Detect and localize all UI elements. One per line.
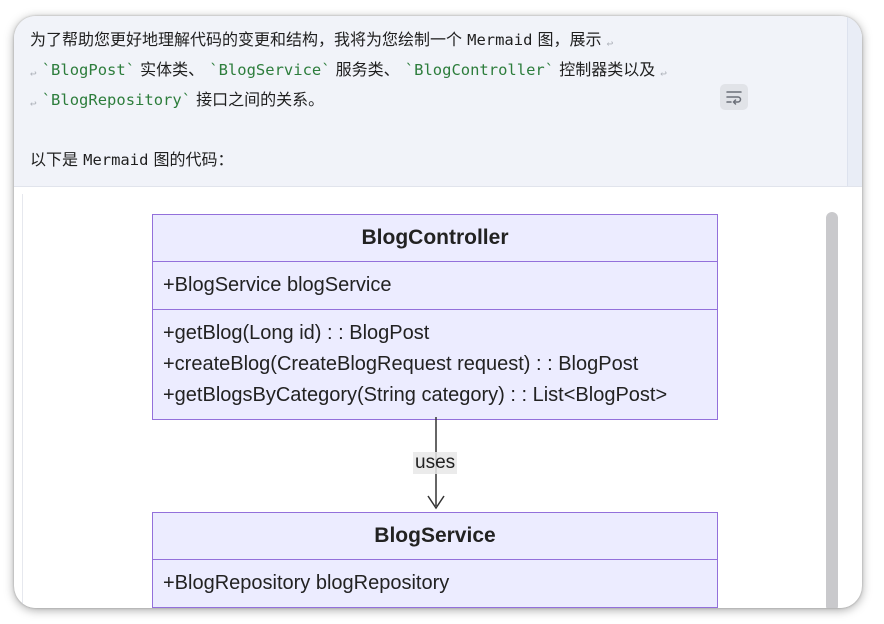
class-attributes: +BlogRepository blogRepository [153, 560, 717, 608]
class-method: +createBlog(CreateBlogRequest request) :… [163, 353, 639, 375]
class-method: +getBlog(Long id) : : BlogPost [163, 322, 430, 344]
chat-window: 为了帮助您更好地理解代码的变更和结构，我将为您绘制一个 Mermaid 图，展示… [14, 16, 862, 608]
soft-wrap-start-icon: ↩ [30, 97, 37, 110]
soft-wrap-end-icon: ↩ [606, 37, 614, 50]
soft-wrap-toggle-button[interactable] [720, 84, 748, 110]
soft-wrap-end-icon: ↩ [660, 67, 667, 80]
class-attribute: +BlogRepository blogRepository [163, 572, 450, 594]
message-text: 控制器类以及 [559, 60, 656, 79]
class-attribute: +BlogService blogService [163, 274, 392, 296]
message-text: 图的代码： [153, 150, 234, 169]
assistant-message: 为了帮助您更好地理解代码的变更和结构，我将为您绘制一个 Mermaid 图，展示… [14, 16, 862, 187]
class-box-blogservice: BlogService +BlogRepository blogReposito… [152, 512, 718, 608]
class-name: BlogService [153, 513, 717, 560]
class-name: BlogController [153, 215, 717, 262]
inline-mono-text: Mermaid [83, 151, 149, 169]
inline-mono-text: Mermaid [467, 31, 533, 49]
inline-code-blogpost: `BlogPost` [41, 61, 136, 79]
message-text: 以下是 [30, 150, 79, 169]
message-line-2: ↩ `BlogPost` 实体类、 `BlogService` 服务类、 `Bl… [30, 56, 667, 80]
class-attributes: +BlogService blogService [153, 262, 717, 310]
message-line-3: ↩ `BlogRepository` 接口之间的关系。 [30, 86, 324, 110]
message-text: 为了帮助您更好地理解代码的变更和结构，我将为您绘制一个 [30, 30, 463, 49]
class-method: +getBlogsByCategory(String category) : :… [163, 384, 668, 406]
soft-wrap-start-icon: ↩ [30, 67, 37, 80]
class-box-blogcontroller: BlogController +BlogService blogService … [152, 214, 718, 420]
relation-label: uses [413, 452, 458, 474]
message-line-1: 为了帮助您更好地理解代码的变更和结构，我将为您绘制一个 Mermaid 图，展示… [30, 26, 613, 50]
diagram-scrollbar[interactable] [826, 212, 838, 608]
inline-code-blogcontroller: `BlogController` [404, 61, 555, 79]
class-methods: +getBlog(Long id) : : BlogPost +createBl… [153, 310, 717, 419]
mermaid-diagram-panel: BlogController +BlogService blogService … [22, 194, 855, 608]
diagram-scrollbar-thumb[interactable] [826, 212, 838, 608]
message-line-4: 以下是 Mermaid 图的代码： [30, 146, 234, 170]
message-text: 图，展示 [537, 30, 602, 49]
inline-code-blogrepository: `BlogRepository` [41, 91, 192, 109]
message-text: 实体类、 [140, 60, 205, 79]
relation-arrowhead-icon [427, 495, 445, 510]
soft-wrap-icon [726, 91, 742, 105]
message-text: 接口之间的关系。 [196, 90, 325, 109]
message-text: 服务类、 [335, 60, 400, 79]
inline-code-blogservice: `BlogService` [209, 61, 331, 79]
message-scroll-strip [847, 16, 862, 186]
